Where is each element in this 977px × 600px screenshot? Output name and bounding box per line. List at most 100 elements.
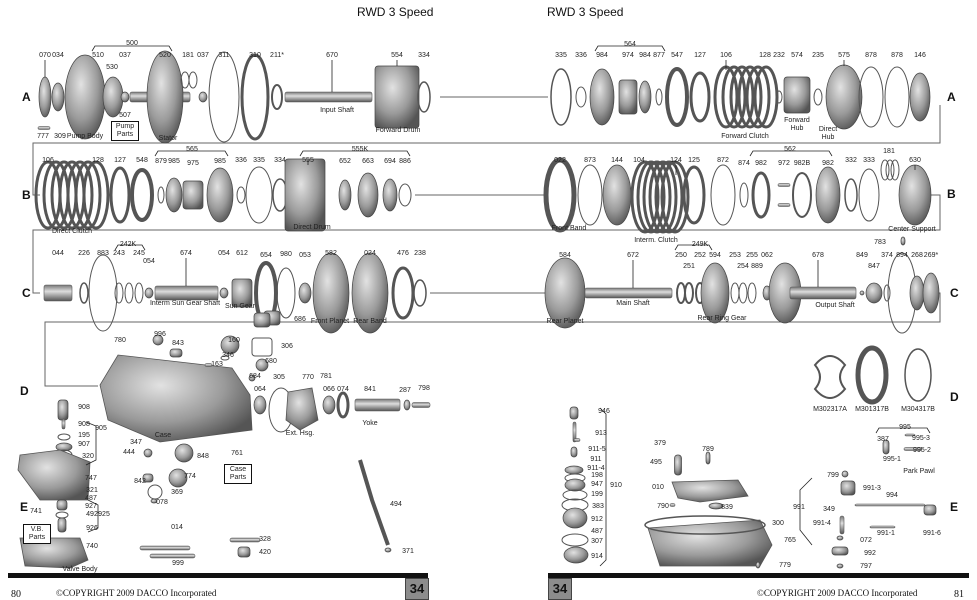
part-block (169, 348, 183, 358)
left-section-box: 34 (405, 578, 429, 600)
right-section-box: 34 (548, 578, 572, 600)
part-number-label-row-d: 680 (265, 358, 277, 365)
part-number-label-row-e: 379 (654, 440, 666, 447)
part-number-label-row-b: 694 (384, 158, 396, 165)
part-number-label-row-d: M302317A (813, 406, 847, 413)
component-name-label-row-c: Rear Ring Gear (697, 315, 747, 322)
component-name-label-row-b: Interm. Clutch (634, 237, 678, 244)
part-ring (124, 282, 134, 304)
part-ring (792, 172, 812, 218)
row-letter-left: D (20, 384, 29, 398)
part-group-label-row-a: 564 (624, 41, 636, 48)
part-disc (836, 563, 844, 569)
part-number-label-row-c: 894 (896, 252, 908, 259)
part-ring (82, 160, 110, 230)
part-number-label-row-b: 972 (778, 160, 790, 167)
part-ring (208, 51, 240, 143)
part-number-label-row-e: 991-4 (813, 520, 831, 527)
right-copyright: ©COPYRIGHT 2009 DACCO Incorporated (757, 588, 918, 598)
part-number-label-row-a: 309 (54, 133, 66, 140)
part-ring (188, 71, 198, 89)
part-number-label-row-b: 555 (302, 157, 314, 164)
part-shaft (154, 285, 219, 301)
part-number-label-row-b: 334 (274, 157, 286, 164)
part-number-label-row-e: 371 (402, 548, 414, 555)
part-ring (775, 90, 783, 104)
part-number-label-row-a: 520 (159, 52, 171, 59)
part-number-label-row-d: 905 (95, 425, 107, 432)
part-number-label-row-d: 798 (418, 385, 430, 392)
component-name-label-row-c: Rear Band (353, 318, 387, 325)
part-number-label-row-c: 250 (675, 252, 687, 259)
component-name-label-row-c: Main Shaft (616, 300, 650, 307)
part-number-label-row-e: 995-2 (913, 447, 931, 454)
part-block (831, 546, 849, 556)
left-copyright: ©COPYRIGHT 2009 DACCO Incorporated (56, 588, 217, 598)
part-disc (563, 546, 589, 564)
right-footer-rule (548, 573, 969, 578)
part-number-label-row-e: 774 (184, 473, 196, 480)
part-number-label-row-c: 654 (260, 252, 272, 259)
part-block (57, 517, 67, 533)
group-bracket (749, 150, 833, 157)
part-disc (865, 282, 883, 304)
part-gasket (251, 337, 273, 357)
component-name-label-row-a: Forward Hub (784, 117, 810, 132)
part-number-label-row-c: 054 (218, 250, 230, 257)
group-bracket (875, 427, 931, 434)
part-disc (312, 252, 350, 334)
part-number-label-row-e: 779 (779, 562, 791, 569)
part-number-label-row-a: 670 (326, 52, 338, 59)
part-ring (721, 65, 747, 129)
part-disc (708, 502, 724, 510)
part-ring (417, 81, 431, 113)
part-shaft (37, 126, 51, 130)
row-letter-right: B (947, 187, 956, 201)
part-shaft (229, 537, 261, 543)
part-number-label-row-a: 984 (639, 52, 651, 59)
part-number-label-row-c: 238 (414, 250, 426, 257)
part-number-label-row-e: 995 (899, 424, 911, 431)
part-number-label-row-e: 789 (702, 446, 714, 453)
part-number-label-row-c: 678 (812, 252, 824, 259)
part-ring (684, 282, 694, 304)
part-number-label-row-c: 268 (911, 252, 923, 259)
part-disc (564, 478, 586, 492)
part-disc (152, 334, 164, 346)
part-shaft (869, 525, 896, 529)
part-ring (885, 159, 895, 181)
part-ring (575, 86, 587, 108)
part-ring (858, 168, 880, 222)
part-block (182, 180, 204, 210)
part-number-label-row-a: 974 (622, 52, 634, 59)
component-name-label-row-a: Pump Body (66, 133, 104, 140)
part-disc (859, 290, 865, 296)
part-number-label-row-c: 476 (397, 250, 409, 257)
part-disc (150, 498, 158, 504)
part-block (231, 278, 253, 308)
component-name-label-row-c: Interm Sun Gear Shaft (149, 300, 221, 307)
part-number-label-row-e: 199 (591, 491, 603, 498)
part-shaft (284, 91, 373, 103)
part-number-label-row-e: 912 (591, 516, 603, 523)
part-number-label-row-d: 848 (197, 453, 209, 460)
part-ring (665, 67, 689, 127)
part-number-label-row-c: 044 (52, 250, 64, 257)
part-ring (858, 66, 884, 128)
part-number-label-row-c: 686 (294, 316, 306, 323)
component-name-label-row-c: Front Planet (310, 318, 350, 325)
part-shaft (903, 447, 923, 451)
part-number-label-row-a: 235 (812, 52, 824, 59)
part-group-label-row-a: 507 (119, 112, 131, 119)
part-number-label-row-e: 487 (591, 528, 603, 535)
part-number-label-row-c: 254 (737, 263, 749, 270)
part-number-label-row-c: 674 (180, 250, 192, 257)
part-number-label-row-b: 663 (362, 158, 374, 165)
part-number-label-row-c: 783 (874, 239, 886, 246)
part-number-label-row-d: 163 (211, 361, 223, 368)
part-block (674, 454, 682, 476)
part-number-label-row-d: 780 (114, 337, 126, 344)
part-disc (322, 395, 336, 415)
part-ring (74, 160, 102, 230)
